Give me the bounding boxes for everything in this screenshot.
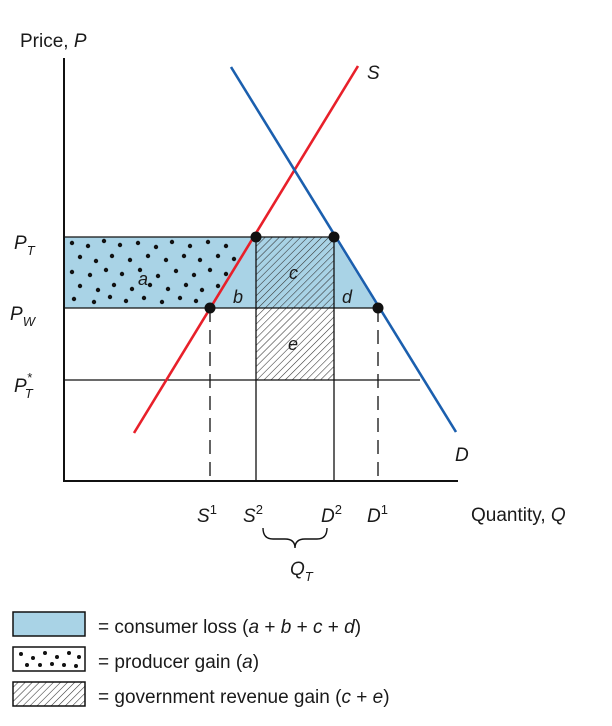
legend-gov-revenue-swatch bbox=[12, 681, 86, 707]
d2-label: D2 bbox=[321, 502, 342, 527]
legend-producer-gain-swatch bbox=[12, 646, 86, 672]
x-axis-label: Quantity, Q bbox=[471, 505, 566, 526]
legend-producer-gain-text: = producer gain (a) bbox=[98, 652, 259, 673]
region-c-fill bbox=[256, 237, 334, 308]
point-d1-pw bbox=[372, 302, 384, 314]
d1-label: D1 bbox=[367, 502, 388, 527]
pt-label: PT bbox=[14, 233, 36, 258]
legend-gov-revenue-text: = government revenue gain (c + e) bbox=[98, 687, 390, 708]
s1-label: S1 bbox=[197, 502, 217, 527]
legend-producer-gain-dots bbox=[19, 651, 81, 668]
legend-consumer-loss-text: = consumer loss (a + b + c + d) bbox=[98, 617, 361, 638]
region-e-label: e bbox=[288, 334, 298, 354]
region-d-label: d bbox=[342, 287, 353, 307]
qt-label: QT bbox=[290, 559, 314, 584]
point-s1-pw bbox=[204, 302, 216, 314]
legend-consumer-loss-swatch bbox=[12, 611, 86, 637]
point-d2-pt bbox=[328, 231, 340, 243]
supply-label: S bbox=[367, 63, 380, 84]
region-a-label: a bbox=[138, 269, 148, 289]
region-a-dots bbox=[69, 238, 237, 305]
region-c-label: c bbox=[289, 263, 298, 283]
qt-brace bbox=[262, 527, 328, 549]
demand-curve bbox=[229, 66, 458, 433]
demand-label: D bbox=[455, 445, 469, 466]
region-e-fill bbox=[256, 308, 334, 380]
point-s2-pt bbox=[250, 231, 262, 243]
pt-star-label: P*T bbox=[14, 370, 34, 401]
pw-label: PW bbox=[10, 304, 37, 329]
y-axis-label: Price, P bbox=[20, 31, 87, 52]
region-d-fill bbox=[334, 237, 378, 308]
region-b-label: b bbox=[233, 287, 243, 307]
supply-curve bbox=[132, 65, 360, 434]
s2-label: S2 bbox=[243, 502, 263, 527]
